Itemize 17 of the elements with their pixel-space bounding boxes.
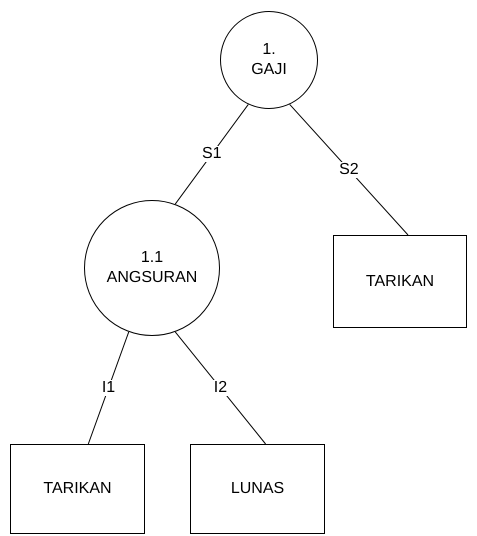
connector-line (174, 104, 249, 205)
node-text: TARIKAN (43, 479, 112, 499)
connector-line (289, 104, 409, 236)
node-text: 1. (262, 40, 276, 60)
connector-line (174, 331, 266, 444)
entity-box (333, 235, 467, 328)
edge-label: S2 (337, 162, 361, 178)
node-text: TARIKAN (366, 272, 434, 292)
connector-line (88, 331, 130, 444)
node-text: LUNAS (230, 479, 284, 499)
edge-label: S1 (200, 146, 224, 162)
node-text: GAJI (251, 60, 287, 80)
edge-label: I2 (212, 380, 230, 396)
node-text: ANGSURAN (106, 268, 198, 288)
node-text: 1.1 (140, 248, 164, 268)
entity-box (10, 444, 145, 534)
entity-box (190, 444, 325, 534)
